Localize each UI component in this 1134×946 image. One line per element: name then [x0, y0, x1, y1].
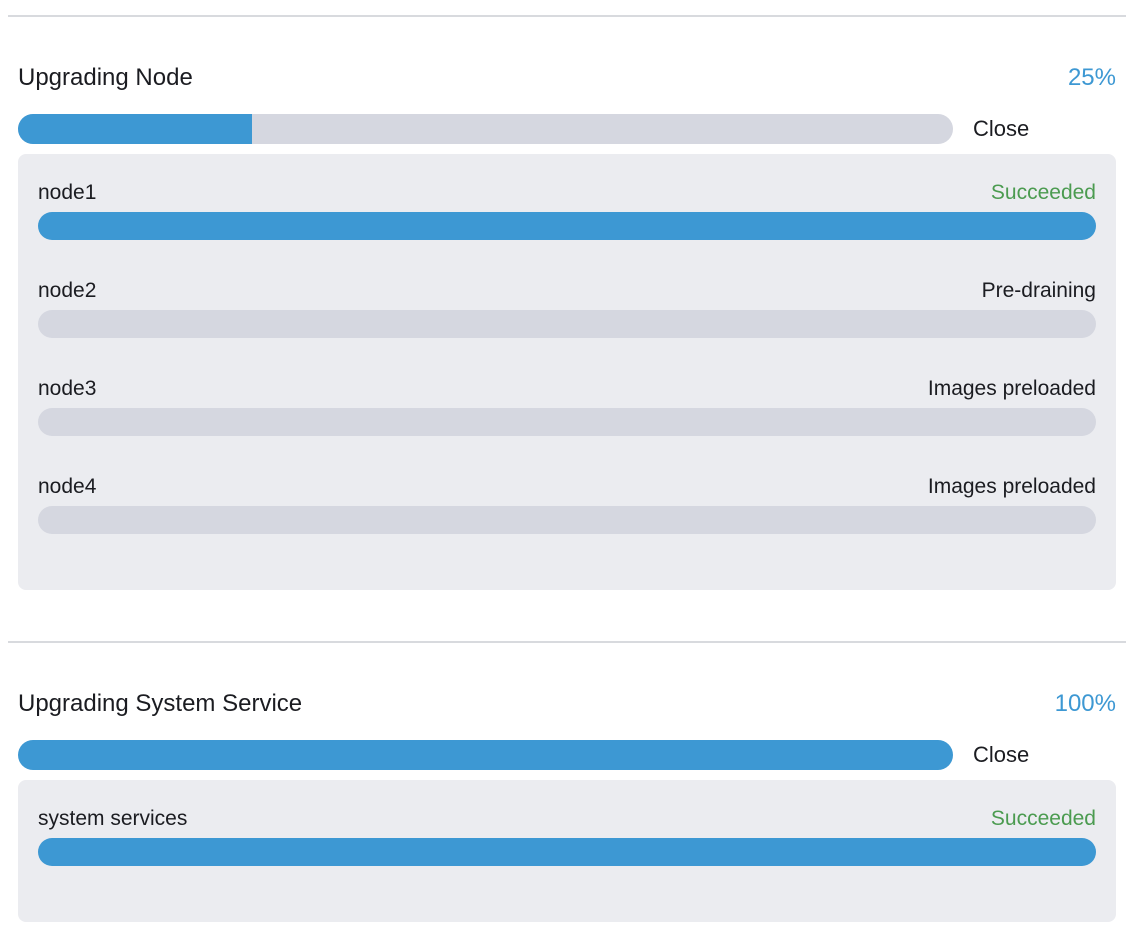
node-name: node3	[38, 377, 97, 400]
node-progress-bar	[38, 408, 1096, 436]
upgrade-node-section: Upgrading Node 25% Close node1 Succeeded	[8, 15, 1126, 590]
service-row: system services Succeeded	[38, 802, 1096, 866]
node-progress-bar	[38, 310, 1096, 338]
overall-progress-row: Close	[18, 740, 1116, 770]
node-status: Images preloaded	[927, 377, 1096, 400]
node-name: node4	[38, 475, 97, 498]
overall-progress-bar	[18, 740, 953, 770]
section-title: Upgrading System Service	[18, 690, 303, 717]
section-title: Upgrading Node	[18, 64, 193, 91]
node-row: node3 Images preloaded	[38, 372, 1096, 436]
node-progress-bar	[38, 506, 1096, 534]
node-name: node1	[38, 181, 97, 204]
node-status: Pre-draining	[981, 279, 1096, 302]
upgrade-system-service-section: Upgrading System Service 100% Close syst…	[8, 641, 1126, 922]
overall-percent: 25%	[1067, 64, 1116, 91]
service-status: Succeeded	[990, 807, 1096, 830]
close-button[interactable]: Close	[973, 742, 1030, 767]
overall-progress-bar	[18, 114, 953, 144]
node-list-panel: node1 Succeeded node2 Pre-draining n	[18, 154, 1116, 590]
close-button[interactable]: Close	[973, 116, 1030, 141]
overall-progress-row: Close	[18, 114, 1116, 144]
node-row: node2 Pre-draining	[38, 274, 1096, 338]
overall-progress-fill	[18, 114, 252, 144]
section-header: Upgrading Node 25%	[18, 63, 1116, 93]
section-header: Upgrading System Service 100%	[18, 689, 1116, 719]
overall-progress-fill	[18, 740, 953, 770]
service-list-panel: system services Succeeded	[18, 780, 1116, 922]
node-row: node4 Images preloaded	[38, 470, 1096, 534]
overall-percent: 100%	[1054, 690, 1116, 717]
service-progress-fill	[38, 838, 1096, 866]
node-row: node1 Succeeded	[38, 176, 1096, 240]
service-progress-bar	[38, 838, 1096, 866]
node-progress-bar	[38, 212, 1096, 240]
node-status: Images preloaded	[927, 475, 1096, 498]
upgrade-progress-page: Upgrading Node 25% Close node1 Succeeded	[8, 15, 1126, 922]
service-name: system services	[38, 807, 188, 830]
node-name: node2	[38, 279, 97, 302]
node-status: Succeeded	[990, 181, 1096, 204]
node-progress-fill	[38, 212, 1096, 240]
